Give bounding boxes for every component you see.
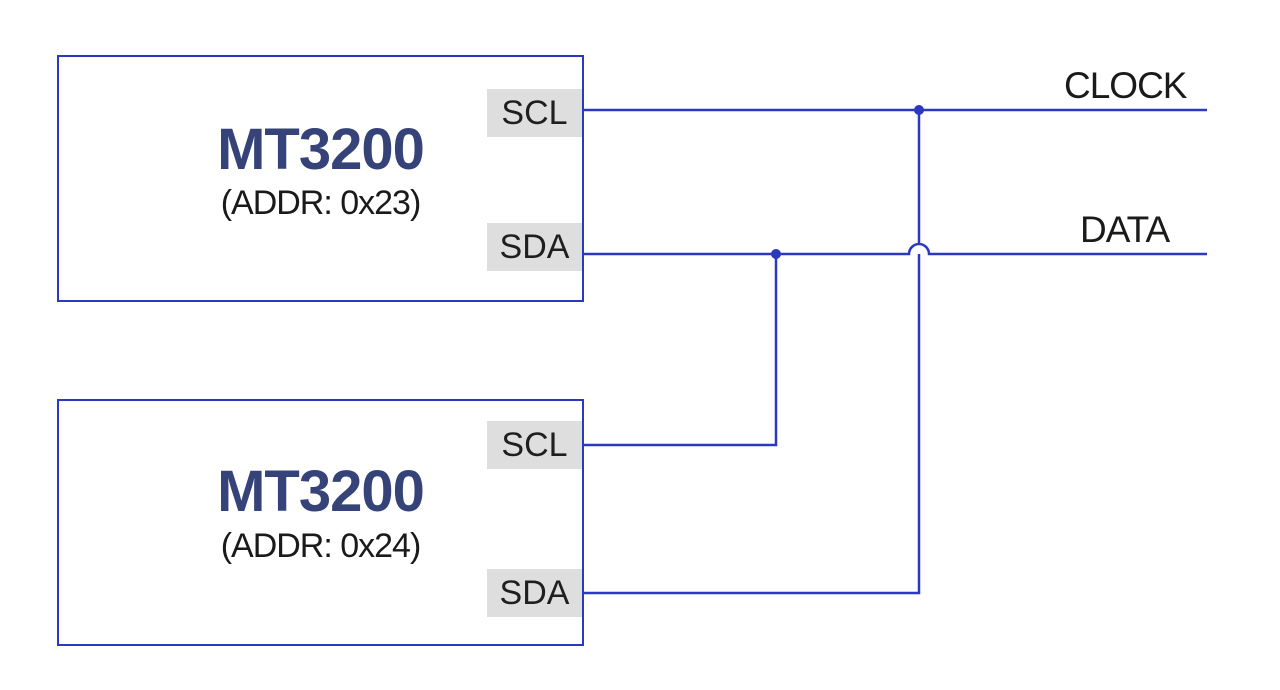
device-1-pin-sda: SDA bbox=[487, 223, 582, 271]
device-2-pin-sda: SDA bbox=[487, 569, 582, 617]
clock-bus-label: CLOCK bbox=[1064, 65, 1187, 106]
data-bus-label: DATA bbox=[1080, 209, 1170, 250]
device2-scl-branch-wire bbox=[584, 254, 778, 447]
device-2-pin-scl: SCL bbox=[487, 421, 582, 469]
device-2-address: (ADDR: 0x24) bbox=[220, 527, 422, 565]
device-1-pin-scl: SCL bbox=[487, 89, 582, 137]
device-1-name: MT3200 bbox=[217, 117, 425, 182]
device2-sda-branch-wire bbox=[584, 254, 921, 595]
device-1-address: (ADDR: 0x23) bbox=[220, 184, 422, 222]
device-2-name: MT3200 bbox=[217, 459, 425, 524]
clock-junction-dot bbox=[914, 105, 924, 115]
data-junction-dot bbox=[771, 249, 781, 259]
